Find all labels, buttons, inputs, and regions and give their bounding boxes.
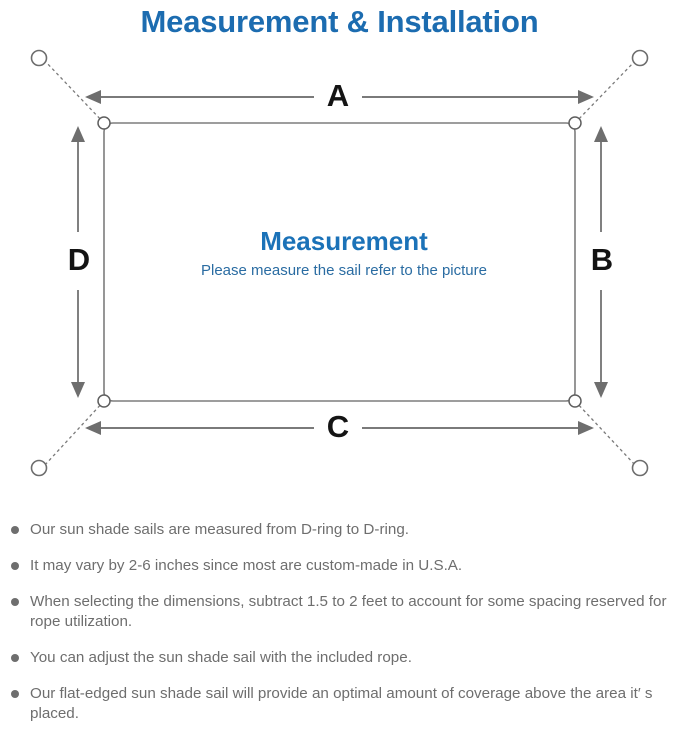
rope-line-bottom-right — [574, 400, 637, 467]
anchor-ring-top-right — [631, 49, 649, 67]
rope-line-top-right — [574, 59, 637, 124]
bullet-icon — [11, 598, 19, 606]
anchor-ring-top-left — [30, 49, 48, 67]
list-item: Our sun shade sails are measured from D-… — [0, 520, 679, 540]
list-item: You can adjust the sun shade sail with t… — [0, 648, 679, 668]
dimension-label-b: B — [591, 242, 613, 277]
d-ring-bottom-left — [97, 394, 111, 408]
diagram-canvas: A C D B Measurement Please measure the s… — [30, 49, 649, 477]
list-item: It may vary by 2-6 inches since most are… — [0, 556, 679, 576]
dimension-label-a: A — [327, 78, 349, 113]
note-text: You can adjust the sun shade sail with t… — [30, 649, 412, 666]
note-text: When selecting the dimensions, subtract … — [30, 593, 667, 630]
rope-line-top-left — [43, 59, 105, 124]
dimension-arrow-d — [71, 126, 85, 398]
sail-rectangle — [103, 122, 576, 402]
bullet-icon — [11, 562, 19, 570]
note-text: It may vary by 2-6 inches since most are… — [30, 557, 463, 574]
dimension-label-d: D — [68, 242, 90, 277]
measurement-diagram: A C D B Measurement Please measure the s… — [0, 42, 679, 502]
diagram-center-title: Measurement — [260, 226, 428, 256]
dimension-label-c: C — [327, 409, 349, 444]
bullet-icon — [11, 690, 19, 698]
list-item: When selecting the dimensions, subtract … — [0, 592, 679, 632]
rope-line-bottom-left — [43, 400, 105, 467]
page-title: Measurement & Installation — [140, 4, 539, 39]
note-text: Our flat-edged sun shade sail will provi… — [30, 685, 653, 722]
list-item: Our flat-edged sun shade sail will provi… — [0, 684, 679, 724]
bullet-icon — [11, 654, 19, 662]
anchor-ring-bottom-right — [631, 459, 649, 477]
d-ring-bottom-right — [568, 394, 582, 408]
note-text: Our sun shade sails are measured from D-… — [30, 521, 409, 538]
anchor-ring-bottom-left — [30, 459, 48, 477]
d-ring-top-right — [568, 116, 582, 130]
dimension-arrow-b — [594, 126, 608, 398]
diagram-center-subtitle: Please measure the sail refer to the pic… — [201, 262, 487, 279]
notes-list: Our sun shade sails are measured from D-… — [0, 520, 679, 740]
dimension-arrow-a — [85, 90, 594, 104]
dimension-arrow-c — [85, 421, 594, 435]
d-ring-top-left — [97, 116, 111, 130]
bullet-icon — [11, 526, 19, 534]
